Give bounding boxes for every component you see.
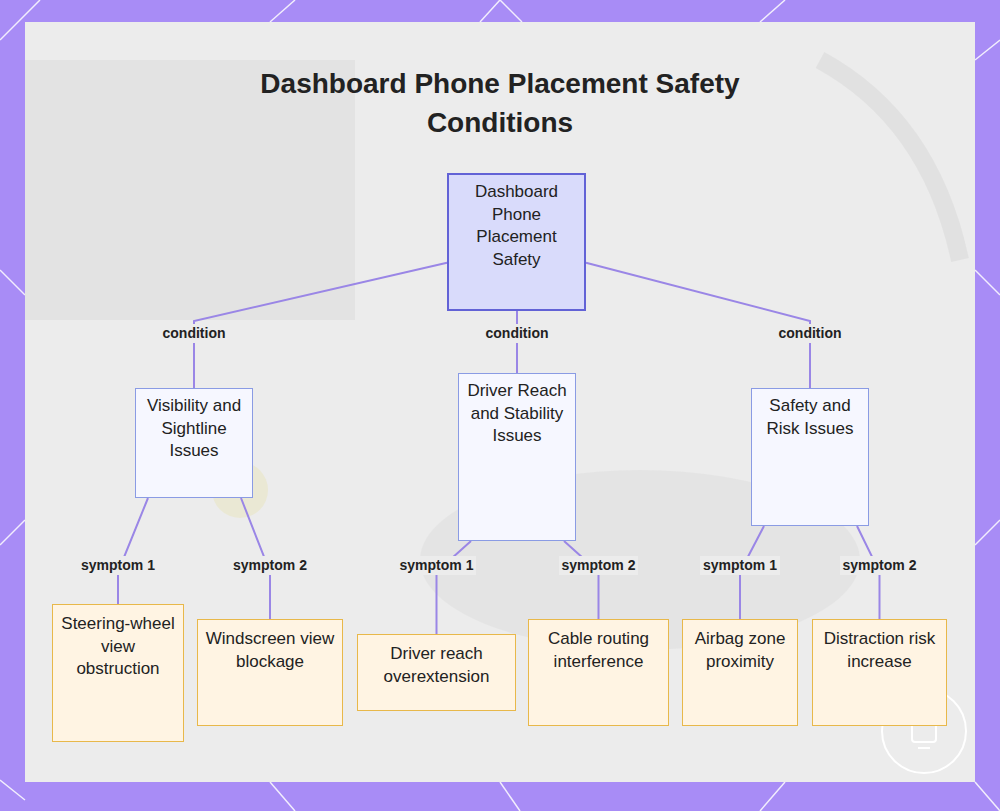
condition-box: Visibility and Sightline Issues [135, 388, 253, 498]
content-panel [25, 22, 975, 782]
symptom-box: Airbag zone proximity [682, 619, 798, 726]
edge-label: condition [483, 324, 552, 343]
node-text: Visibility and Sightline Issues [142, 395, 246, 463]
corner-line [480, 0, 500, 22]
corner-line [270, 782, 295, 811]
node-text: Airbag zone proximity [689, 628, 791, 673]
diagram-title: Dashboard Phone Placement Safety Conditi… [210, 64, 790, 142]
symptom-box: Driver reach overextension [357, 634, 516, 711]
root-box: Dashboard Phone Placement Safety [447, 173, 586, 311]
node-text: Driver Reach and Stability Issues [465, 380, 569, 448]
corner-line [975, 782, 1000, 811]
connector-line [194, 263, 447, 388]
node-text: Cable routing interference [535, 628, 662, 673]
node-text: Safety and Risk Issues [758, 395, 862, 440]
edge-label: symptom 2 [559, 556, 639, 575]
edge-label: condition [776, 324, 845, 343]
edge-label: condition [160, 324, 229, 343]
corner-line [975, 520, 1000, 545]
corner-line [0, 270, 25, 295]
symptom-box: Windscreen view blockage [197, 619, 343, 726]
edge-label: symptom 1 [700, 556, 780, 575]
logo-stand [918, 747, 930, 749]
corner-line [270, 0, 295, 22]
corner-line [760, 0, 785, 22]
node-text: Distraction risk increase [819, 628, 940, 673]
corner-line [760, 782, 785, 811]
photo-patch [820, 60, 960, 260]
corner-line [0, 780, 25, 800]
condition-box: Safety and Risk Issues [751, 388, 869, 526]
connector-line [564, 541, 599, 619]
node-text: Dashboard Phone Placement Safety [457, 181, 576, 271]
corner-line [975, 270, 1000, 295]
node-text: Driver reach overextension [364, 643, 509, 688]
node-text: Steering-wheel view obstruction [59, 613, 177, 681]
node-text: Windscreen view blockage [204, 628, 336, 673]
corner-line [500, 782, 520, 811]
corner-line [975, 40, 1000, 60]
symptom-box: Steering-wheel view obstruction [52, 604, 184, 742]
corner-line [0, 520, 25, 545]
symptom-box: Distraction risk increase [812, 619, 947, 726]
edge-label: symptom 2 [840, 556, 920, 575]
connector-line [118, 498, 148, 604]
faded-photo [25, 60, 960, 650]
corner-line [500, 0, 522, 22]
edge-label: symptom 2 [230, 556, 310, 575]
edge-label: symptom 1 [78, 556, 158, 575]
symptom-box: Cable routing interference [528, 619, 669, 726]
edge-label: symptom 1 [397, 556, 477, 575]
condition-box: Driver Reach and Stability Issues [458, 373, 576, 541]
